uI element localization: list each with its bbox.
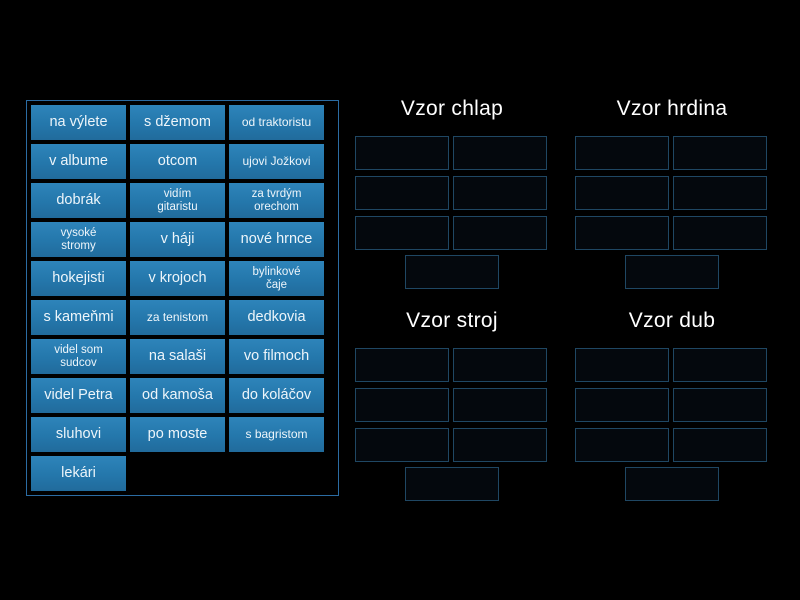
drop-slot[interactable] bbox=[355, 136, 449, 170]
word-tile-label: vidím gitaristu bbox=[157, 187, 198, 213]
word-tile-label: od traktoristu bbox=[241, 114, 312, 129]
drop-slot[interactable] bbox=[625, 255, 719, 289]
word-tile-label: s kameňmi bbox=[43, 309, 114, 326]
word-tile[interactable]: na výlete bbox=[31, 105, 126, 140]
word-tile[interactable]: od traktoristu bbox=[229, 105, 324, 140]
word-tile-label: sluhovi bbox=[55, 426, 102, 443]
drop-slot[interactable] bbox=[355, 216, 449, 250]
group-title: Vzor dub bbox=[628, 309, 716, 332]
word-tile[interactable]: po moste bbox=[130, 417, 225, 452]
word-tile[interactable]: otcom bbox=[130, 144, 225, 179]
word-tile-label: dedkovia bbox=[247, 309, 306, 326]
drop-slot[interactable] bbox=[355, 388, 449, 422]
word-tile[interactable]: v krojoch bbox=[130, 261, 225, 296]
tile-tray: na výlete s džemom od traktoristu v albume o… bbox=[26, 100, 339, 496]
word-tile[interactable]: sluhovi bbox=[31, 417, 126, 452]
word-tile-label: do koláčov bbox=[241, 387, 312, 404]
drop-slot[interactable] bbox=[575, 388, 669, 422]
slot-grid bbox=[355, 136, 549, 250]
word-tile-label: nové hrnce bbox=[240, 231, 313, 248]
word-tile-label: s džemom bbox=[144, 114, 211, 131]
word-tile[interactable]: dobrák bbox=[31, 183, 126, 218]
word-tile-label: od kamoša bbox=[142, 387, 213, 404]
word-tile[interactable]: s kameňmi bbox=[31, 300, 126, 335]
word-tile[interactable]: za tvrdým orechom bbox=[229, 183, 324, 218]
word-tile[interactable]: do koláčov bbox=[229, 378, 324, 413]
drop-slot[interactable] bbox=[405, 255, 499, 289]
word-tile[interactable]: videl som sudcov bbox=[31, 339, 126, 374]
drop-slot[interactable] bbox=[673, 428, 767, 462]
word-tile-label: v háji bbox=[160, 231, 195, 248]
drop-slot[interactable] bbox=[355, 176, 449, 210]
drop-slot[interactable] bbox=[673, 348, 767, 382]
word-tile[interactable]: od kamoša bbox=[130, 378, 225, 413]
word-tile[interactable]: s bagristom bbox=[229, 417, 324, 452]
word-tile[interactable]: v háji bbox=[130, 222, 225, 257]
word-tile[interactable]: bylinkové čaje bbox=[229, 261, 324, 296]
drop-slot[interactable] bbox=[453, 136, 547, 170]
drop-slot[interactable] bbox=[575, 216, 669, 250]
drop-slot[interactable] bbox=[453, 428, 547, 462]
word-tile-label: v albume bbox=[49, 153, 108, 170]
group-vzor-chlap: Vzor chlap bbox=[355, 96, 549, 289]
drop-slot[interactable] bbox=[575, 428, 669, 462]
drop-slot[interactable] bbox=[673, 388, 767, 422]
drop-slot[interactable] bbox=[355, 348, 449, 382]
word-tile[interactable]: hokejisti bbox=[31, 261, 126, 296]
drop-slot[interactable] bbox=[625, 467, 719, 501]
word-tile-label: videl Petra bbox=[44, 387, 113, 404]
group-title: Vzor chlap bbox=[400, 97, 504, 120]
word-tile[interactable]: lekári bbox=[31, 456, 126, 491]
drop-slot[interactable] bbox=[673, 176, 767, 210]
word-tile-label: lekári bbox=[61, 465, 96, 482]
word-tile-label: s bagristom bbox=[245, 426, 308, 441]
word-tile-label: po moste bbox=[147, 426, 208, 443]
word-tile-label: na salaši bbox=[148, 348, 207, 365]
group-vzor-dub: Vzor dub bbox=[575, 308, 769, 501]
slot-grid bbox=[575, 136, 769, 250]
word-tile-label: bylinkové čaje bbox=[252, 265, 301, 291]
word-tile[interactable]: dedkovia bbox=[229, 300, 324, 335]
slot-grid bbox=[355, 348, 549, 462]
drop-slot[interactable] bbox=[355, 428, 449, 462]
word-tile-label: vysoké stromy bbox=[60, 226, 97, 252]
drop-slot[interactable] bbox=[575, 176, 669, 210]
word-tile-label: za tenistom bbox=[146, 309, 209, 324]
drop-slot[interactable] bbox=[673, 216, 767, 250]
group-title: Vzor hrdina bbox=[616, 97, 728, 120]
word-tile[interactable]: za tenistom bbox=[130, 300, 225, 335]
word-tile[interactable]: ujovi Jožkovi bbox=[229, 144, 324, 179]
group-title: Vzor stroj bbox=[406, 309, 498, 332]
group-vzor-stroj: Vzor stroj bbox=[355, 308, 549, 501]
group-vzor-hrdina: Vzor hrdina bbox=[575, 96, 769, 289]
drop-slot[interactable] bbox=[453, 176, 547, 210]
drop-slot[interactable] bbox=[405, 467, 499, 501]
word-tile-label: na výlete bbox=[49, 114, 108, 131]
word-tile[interactable]: s džemom bbox=[130, 105, 225, 140]
word-tile-label: otcom bbox=[157, 153, 198, 170]
word-tile[interactable]: vysoké stromy bbox=[31, 222, 126, 257]
drop-slot[interactable] bbox=[453, 348, 547, 382]
word-tile[interactable]: na salaši bbox=[130, 339, 225, 374]
word-tile[interactable]: videl Petra bbox=[31, 378, 126, 413]
drop-slot[interactable] bbox=[673, 136, 767, 170]
word-tile[interactable]: vidím gitaristu bbox=[130, 183, 225, 218]
word-tile-label: hokejisti bbox=[52, 270, 105, 287]
word-tile-label: v krojoch bbox=[148, 270, 207, 287]
drop-slot[interactable] bbox=[575, 348, 669, 382]
word-tile-label: dobrák bbox=[56, 192, 101, 209]
slot-grid bbox=[575, 348, 769, 462]
drop-slot[interactable] bbox=[453, 388, 547, 422]
word-tile[interactable]: nové hrnce bbox=[229, 222, 324, 257]
drop-slot[interactable] bbox=[575, 136, 669, 170]
word-tile-label: ujovi Jožkovi bbox=[242, 153, 311, 168]
drop-slot[interactable] bbox=[453, 216, 547, 250]
word-tile-label: za tvrdým orechom bbox=[251, 187, 302, 213]
word-tile-label: vo filmoch bbox=[243, 348, 310, 365]
word-tile-label: videl som sudcov bbox=[54, 343, 103, 369]
word-tile[interactable]: vo filmoch bbox=[229, 339, 324, 374]
word-tile[interactable]: v albume bbox=[31, 144, 126, 179]
